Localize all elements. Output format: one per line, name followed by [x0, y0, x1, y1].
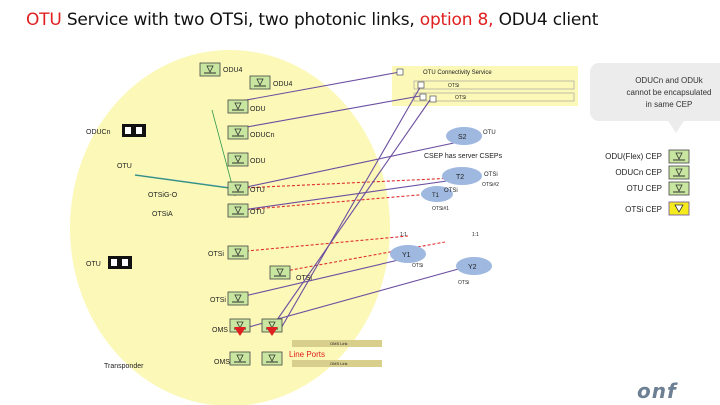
t1-ellipse	[421, 186, 453, 202]
label-t1: T1	[432, 193, 440, 199]
title-part2: ODU4 client	[493, 10, 599, 30]
odu-cep-icon[interactable]	[227, 152, 249, 167]
odu4-cep-icon[interactable]	[199, 62, 221, 77]
label-oms-link: OMS Link	[330, 361, 348, 366]
oms-link-bar	[292, 360, 382, 367]
oducn-cep-icon[interactable]	[227, 125, 249, 140]
legend-odu-cep: ODU(Flex) CEP	[605, 152, 662, 161]
label-transponder: Transponder	[104, 363, 144, 370]
slide-title: OTU Service with two OTSi, two photonic …	[26, 10, 598, 30]
label-y2-otsi: OTSi	[458, 280, 469, 286]
label-y1: Y1	[402, 252, 411, 259]
otsi-cep-icon[interactable]	[227, 245, 249, 260]
label-y2: Y2	[468, 264, 477, 271]
label-one-to-one: 1:1	[472, 232, 479, 238]
label-s2-otu: OTU	[483, 130, 496, 136]
label-odu4: ODU4	[273, 81, 293, 88]
label-otu: OTU	[250, 187, 265, 194]
label-cs-otsi: OTSi	[448, 83, 459, 89]
label-otu: OTU	[86, 261, 101, 268]
legend-oducn-cep: ODUCn CEP	[615, 168, 662, 177]
legend-otu-cep-icon	[668, 181, 690, 196]
label-t2: T2	[456, 174, 464, 181]
y2-ellipse	[456, 257, 492, 275]
red-triangle-icon	[234, 327, 246, 336]
label-y1-otsi: OTSi	[412, 263, 423, 269]
encapsulation-note-callout: ODUCn and ODUk cannot be encapsulated in…	[590, 63, 720, 133]
label-oms-link: OMS Link	[330, 341, 348, 346]
label-one-to-one: 1:1	[400, 232, 407, 238]
label-oducn: ODUCn	[250, 132, 275, 139]
label-oms: OMS	[214, 359, 230, 366]
node-area	[70, 50, 390, 405]
label-line-ports: Line Ports	[289, 350, 325, 359]
callout-line: cannot be encapsulated	[626, 88, 712, 97]
label-otu: OTU	[250, 209, 265, 216]
legend-odu-cep-icon	[668, 149, 690, 164]
otsi-cep-icon[interactable]	[269, 265, 291, 280]
legend-otsi-cep: OTSi CEP	[625, 205, 662, 214]
odu4-cep-icon[interactable]	[249, 75, 271, 90]
label-t2-otsi: OTSi	[484, 172, 498, 178]
label-otu: OTU	[117, 163, 132, 170]
label-otsi1: OTSi#1	[432, 206, 449, 212]
label-cs-otsi: OTSi	[455, 95, 466, 101]
y1-ellipse	[390, 245, 426, 263]
label-otsi: OTSi	[296, 275, 312, 282]
legend-oducn-cep-icon	[668, 165, 690, 180]
otsi-cep-icon[interactable]	[227, 291, 249, 306]
oducn-port-icon[interactable]	[122, 124, 146, 137]
title-part1: Service with two OTSi, two photonic link…	[61, 10, 420, 30]
otu-cep-icon[interactable]	[227, 181, 249, 196]
odu-cep-icon[interactable]	[227, 99, 249, 114]
callout-line: ODUCn and ODUk	[635, 76, 703, 85]
label-otsi2: OTSi#2	[482, 182, 499, 188]
title-highlight: option 8,	[419, 10, 494, 30]
label-odu: ODU	[250, 106, 266, 113]
legend-otu-cep: OTU CEP	[626, 184, 662, 193]
callout-line: in same CEP	[645, 100, 693, 109]
legend-otsi-cep-icon	[668, 201, 690, 216]
otu-port-icon[interactable]	[108, 256, 132, 269]
label-t1-otsi: OTSi	[444, 188, 458, 194]
label-odu: ODU	[250, 158, 266, 165]
oms-link-bar	[292, 340, 382, 347]
label-csep: CSEP has server CSEPs	[424, 153, 503, 160]
label-otsig-o: OTSiG-O	[148, 192, 178, 199]
label-oducn: ODUCn	[86, 129, 111, 136]
title-prefix: OTU	[26, 10, 62, 30]
oms-cep-icon[interactable]	[229, 351, 251, 366]
t2-ellipse	[442, 167, 482, 185]
label-otsi: OTSi	[208, 251, 224, 258]
label-connectivity-service: OTU Connectivity Service	[423, 70, 492, 76]
label-otsia: OTSiA	[152, 211, 173, 218]
label-oms: OMS	[212, 327, 228, 334]
label-odu4: ODU4	[223, 67, 243, 74]
label-otsi: OTSi	[210, 297, 226, 304]
s2-ellipse	[446, 127, 482, 145]
label-s2: S2	[458, 134, 467, 141]
oms-cep-icon[interactable]	[261, 351, 283, 366]
onf-logo: onf	[637, 379, 677, 403]
red-triangle-icon	[266, 327, 278, 336]
otu-cep-icon[interactable]	[227, 203, 249, 218]
